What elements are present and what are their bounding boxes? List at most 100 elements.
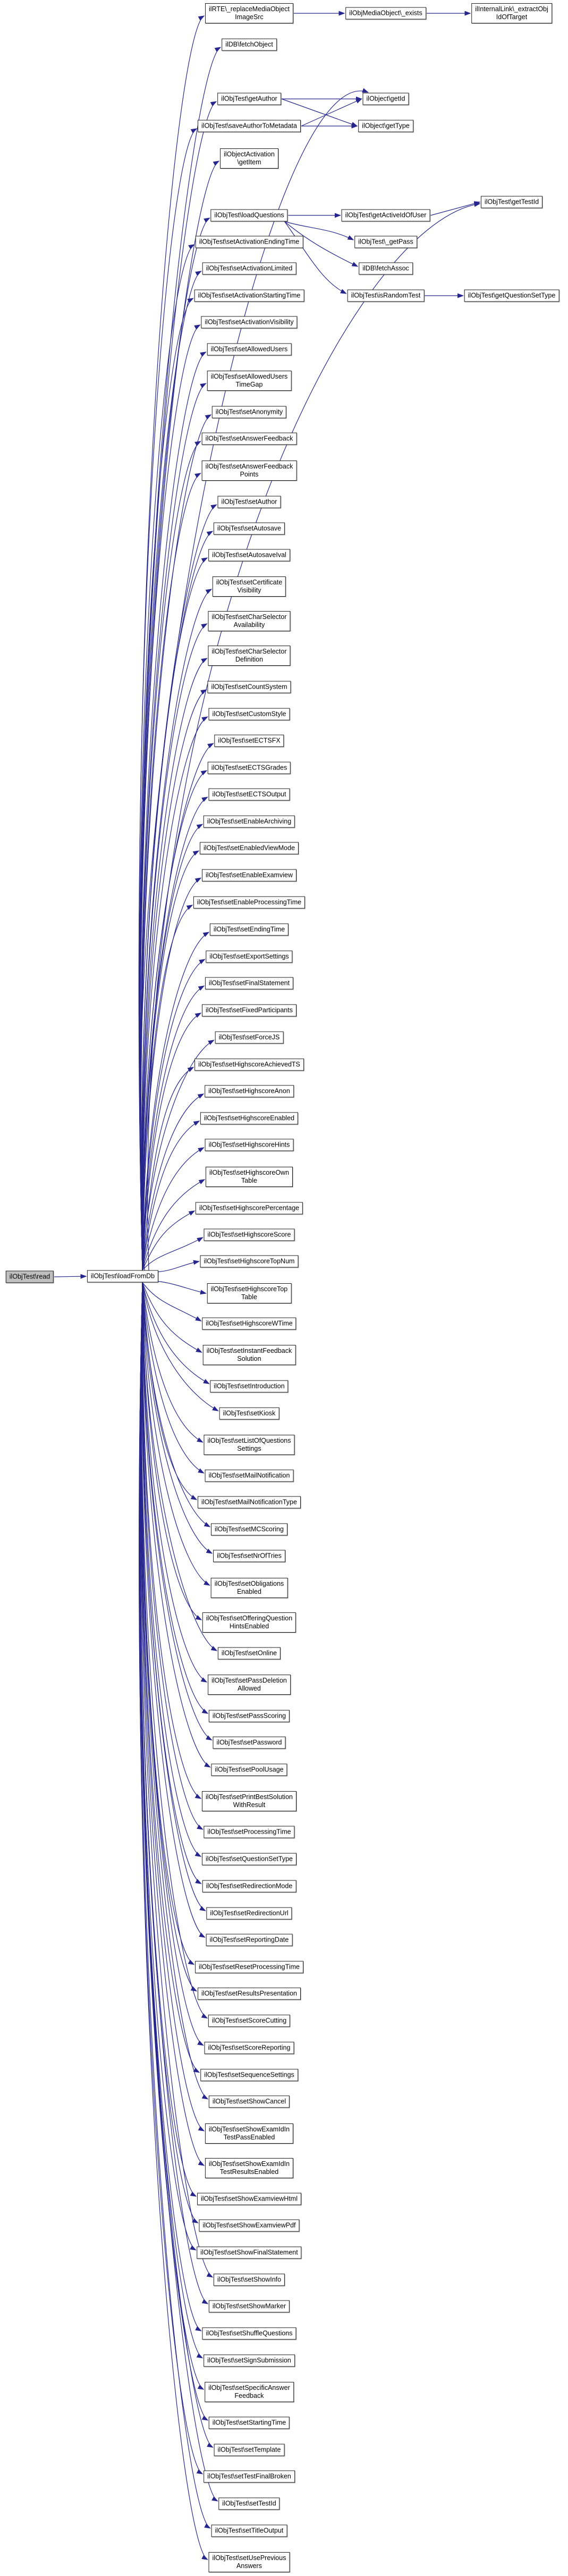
node-setActivationVisibility[interactable]: ilObjTest\setActivationVisibility — [201, 316, 298, 329]
node-setEnableArchiving[interactable]: ilObjTest\setEnableArchiving — [203, 815, 295, 828]
node-setRedirectionMode[interactable]: ilObjTest\setRedirectionMode — [202, 1880, 296, 1893]
node-loadFromDb[interactable]: ilObjTest\loadFromDb — [87, 1270, 159, 1283]
node-setNrOfTries[interactable]: ilObjTest\setNrOfTries — [213, 1550, 285, 1562]
node-setAllowedUsers[interactable]: ilObjTest\setAllowedUsers — [207, 343, 292, 356]
node-setECTSFX[interactable]: ilObjTest\setECTSFX — [214, 734, 284, 747]
node-setSpecificAnswerFeedback[interactable]: ilObjTest\setSpecificAnswer Feedback — [205, 2382, 294, 2402]
node-setActivationStartingTime[interactable]: ilObjTest\setActivationStartingTime — [194, 289, 304, 302]
node-setMCScoring[interactable]: ilObjTest\setMCScoring — [211, 1523, 287, 1536]
node-getAuthor[interactable]: ilObjTest\getAuthor — [217, 93, 281, 105]
node-setOnline[interactable]: ilObjTest\setOnline — [217, 1647, 281, 1660]
node-setAuthor[interactable]: ilObjTest\setAuthor — [217, 496, 281, 508]
node-setHighscoreAnon[interactable]: ilObjTest\setHighscoreAnon — [205, 1085, 294, 1098]
node-setECTSOutput[interactable]: ilObjTest\setECTSOutput — [208, 788, 290, 801]
node-setHighscoreEnabled[interactable]: ilObjTest\setHighscoreEnabled — [200, 1112, 299, 1125]
node-setSignSubmission[interactable]: ilObjTest\setSignSubmission — [204, 2354, 295, 2367]
node-setIntroduction[interactable]: ilObjTest\setIntroduction — [210, 1380, 289, 1393]
node-setShowExamviewHtml[interactable]: ilObjTest\setShowExamviewHtml — [197, 2193, 301, 2205]
node-setScoreCutting[interactable]: ilObjTest\setScoreCutting — [208, 2014, 291, 2027]
node-getItem[interactable]: ilObjectActivation \getItem — [220, 148, 278, 169]
node-fetchAssoc[interactable]: ilDB\fetchAssoc — [359, 262, 413, 275]
node-setShowMarker[interactable]: ilObjTest\setShowMarker — [208, 2300, 290, 2313]
node-setTemplate[interactable]: ilObjTest\setTemplate — [214, 2444, 285, 2456]
node-setForceJS[interactable]: ilObjTest\setForceJS — [215, 1031, 284, 1044]
node-setPassDeletionAllowed[interactable]: ilObjTest\setPassDeletion Allowed — [208, 1675, 291, 1695]
node-setProcessingTime[interactable]: ilObjTest\setProcessingTime — [204, 1826, 295, 1838]
node-setShowFinalStatement[interactable]: ilObjTest\setShowFinalStatement — [197, 2246, 302, 2259]
node-setEnabledViewMode[interactable]: ilObjTest\setEnabledViewMode — [199, 842, 299, 855]
node-setPoolUsage[interactable]: ilObjTest\setPoolUsage — [211, 1763, 287, 1776]
node-setFinalStatement[interactable]: ilObjTest\setFinalStatement — [205, 977, 294, 990]
node-setMailNotification[interactable]: ilObjTest\setMailNotification — [205, 1469, 294, 1482]
node-read[interactable]: ilObjTest\read — [5, 1270, 54, 1283]
node-setAllowedUsersTimeGap[interactable]: ilObjTest\setAllowedUsers TimeGap — [207, 371, 292, 391]
node-fetchObject[interactable]: ilDB\fetchObject — [222, 38, 277, 51]
node-setShowInfo[interactable]: ilObjTest\setShowInfo — [213, 2273, 285, 2286]
node-setECTSGrades[interactable]: ilObjTest\setECTSGrades — [207, 762, 291, 774]
node-setHighscoreTopNum[interactable]: ilObjTest\setHighscoreTopNum — [200, 1255, 299, 1268]
node-setResultsPresentation[interactable]: ilObjTest\setResultsPresentation — [198, 1987, 301, 2000]
node-setAnonymity[interactable]: ilObjTest\setAnonymity — [211, 406, 287, 419]
node-setActivationLimited[interactable]: ilObjTest\setActivationLimited — [202, 262, 296, 275]
node-getPass[interactable]: ilObjTest\_getPass — [354, 236, 417, 248]
node-setUsePreviousAnswers[interactable]: ilObjTest\setUsePrevious Answers — [208, 2552, 290, 2572]
node-setHighscoreHints[interactable]: ilObjTest\setHighscoreHints — [205, 1139, 294, 1151]
node-setEnableExamview[interactable]: ilObjTest\setEnableExamview — [202, 869, 296, 882]
node-setTestId[interactable]: ilObjTest\setTestId — [218, 2497, 280, 2510]
node-setAutosaveIval[interactable]: ilObjTest\setAutosaveIval — [208, 549, 290, 562]
node-setReportingDate[interactable]: ilObjTest\setReportingDate — [206, 1934, 293, 1946]
node-setStartingTime[interactable]: ilObjTest\setStartingTime — [208, 2416, 290, 2429]
node-extractObjId[interactable]: ilInternalLink\_extractObj IdOfTarget — [471, 3, 552, 23]
node-setPrintBestSolutionWithResult[interactable]: ilObjTest\setPrintBestSolution WithResul… — [202, 1791, 296, 1811]
node-setShowExamviewPdf[interactable]: ilObjTest\setShowExamviewPdf — [199, 2219, 300, 2232]
node-setPassScoring[interactable]: ilObjTest\setPassScoring — [208, 1710, 290, 1722]
node-setCharSelectorAvailability[interactable]: ilObjTest\setCharSelector Availability — [208, 611, 291, 631]
node-getQuestionSetType[interactable]: ilObjTest\getQuestionSetType — [464, 289, 559, 302]
node-setHighscorePercentage[interactable]: ilObjTest\setHighscorePercentage — [195, 1202, 303, 1215]
node-setEndingTime[interactable]: ilObjTest\setEndingTime — [209, 923, 289, 936]
node-setTestFinalBroken[interactable]: ilObjTest\setTestFinalBroken — [204, 2470, 295, 2483]
node-setHighscoreOwnTable[interactable]: ilObjTest\setHighscoreOwn Table — [205, 1167, 293, 1187]
node-setSequenceSettings[interactable]: ilObjTest\setSequenceSettings — [200, 2069, 298, 2081]
node-setAnswerFeedback[interactable]: ilObjTest\setAnswerFeedback — [201, 432, 297, 445]
node-setCharSelectorDefinition[interactable]: ilObjTest\setCharSelector Definition — [208, 646, 291, 666]
node-saveAuthorToMetadata[interactable]: ilObjTest\saveAuthorToMetadata — [198, 120, 301, 132]
node-setAutosave[interactable]: ilObjTest\setAutosave — [213, 522, 285, 535]
node-setListOfQuestionsSettings[interactable]: ilObjTest\setListOfQuestions Settings — [204, 1435, 295, 1455]
node-setShowCancel[interactable]: ilObjTest\setShowCancel — [208, 2095, 290, 2108]
node-setHighscoreTopTable[interactable]: ilObjTest\setHighscoreTop Table — [207, 1283, 292, 1303]
node-setHighscoreAchievedTS[interactable]: ilObjTest\setHighscoreAchievedTS — [194, 1058, 304, 1071]
node-setHighscoreScore[interactable]: ilObjTest\setHighscoreScore — [204, 1228, 295, 1241]
node-setQuestionSetType[interactable]: ilObjTest\setQuestionSetType — [202, 1853, 296, 1866]
node-rte[interactable]: ilRTE\_replaceMediaObject ImageSrc — [205, 3, 293, 23]
node-getActiveIdOfUser[interactable]: ilObjTest\getActiveIdOfUser — [341, 209, 430, 222]
node-setScoreReporting[interactable]: ilObjTest\setScoreReporting — [204, 2042, 294, 2054]
node-getType[interactable]: ilObject\getType — [358, 120, 413, 132]
node-getId[interactable]: ilObject\getId — [362, 93, 409, 105]
node-setShowExamIdInTestPassEnabled[interactable]: ilObjTest\setShowExamIdIn TestPassEnable… — [205, 2123, 294, 2144]
node-loadQuestions[interactable]: ilObjTest\loadQuestions — [210, 209, 288, 222]
node-setExportSettings[interactable]: ilObjTest\setExportSettings — [206, 950, 293, 963]
node-setActivationEndingTime[interactable]: ilObjTest\setActivationEndingTime — [195, 236, 303, 248]
node-setHighscoreWTime[interactable]: ilObjTest\setHighscoreWTime — [202, 1317, 296, 1330]
node-setResetProcessingTime[interactable]: ilObjTest\setResetProcessingTime — [195, 1961, 303, 1973]
node-setCertificateVisibility[interactable]: ilObjTest\setCertificate Visibility — [212, 576, 286, 597]
node-getTestId[interactable]: ilObjTest\getTestId — [480, 196, 543, 208]
node-setCountSystem[interactable]: ilObjTest\setCountSystem — [207, 681, 291, 693]
node-setShowExamIdInTestResultsEnabled[interactable]: ilObjTest\setShowExamIdIn TestResultsEna… — [205, 2158, 294, 2178]
node-setPassword[interactable]: ilObjTest\setPassword — [213, 1736, 286, 1749]
node-setFixedParticipants[interactable]: ilObjTest\setFixedParticipants — [202, 1004, 296, 1017]
node-setObligationsEnabled[interactable]: ilObjTest\setObligations Enabled — [210, 1578, 288, 1598]
node-setInstantFeedbackSolution[interactable]: ilObjTest\setInstantFeedback Solution — [202, 1345, 296, 1365]
node-mediaExists[interactable]: ilObjMediaObject\_exists — [345, 7, 426, 20]
node-setRedirectionUrl[interactable]: ilObjTest\setRedirectionUrl — [206, 1907, 292, 1920]
node-isRandomTest[interactable]: ilObjTest\isRandomTest — [347, 289, 425, 302]
node-setShuffleQuestions[interactable]: ilObjTest\setShuffleQuestions — [202, 2327, 296, 2340]
node-setOfferingQuestionHintsEnabled[interactable]: ilObjTest\setOfferingQuestion HintsEnabl… — [202, 1612, 296, 1633]
node-setKiosk[interactable]: ilObjTest\setKiosk — [219, 1407, 279, 1420]
node-setEnableProcessingTime[interactable]: ilObjTest\setEnableProcessingTime — [193, 896, 306, 909]
node-setCustomStyle[interactable]: ilObjTest\setCustomStyle — [208, 708, 290, 721]
node-setAnswerFeedbackPoints[interactable]: ilObjTest\setAnswerFeedback Points — [201, 461, 297, 481]
node-setMailNotificationType[interactable]: ilObjTest\setMailNotificationType — [198, 1496, 301, 1509]
node-setTitleOutput[interactable]: ilObjTest\setTitleOutput — [211, 2524, 287, 2537]
